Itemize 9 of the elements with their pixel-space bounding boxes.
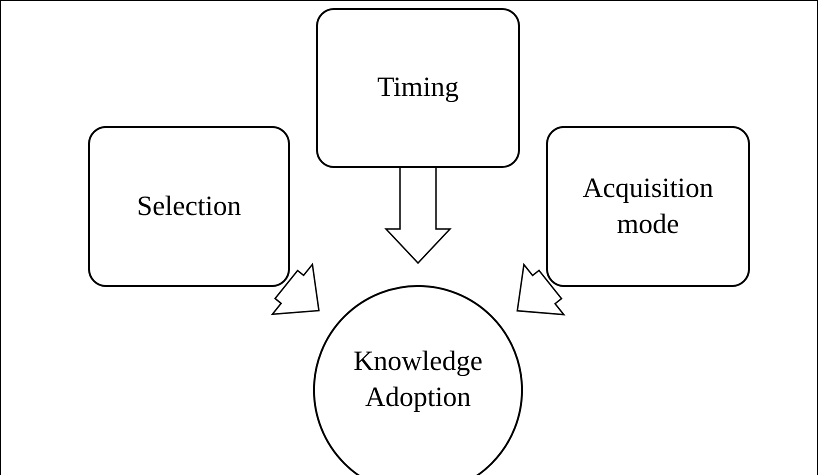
node-label: Timing bbox=[376, 71, 460, 105]
block-arrow bbox=[270, 262, 320, 316]
node-label: Acquisition mode bbox=[582, 172, 714, 242]
block-arrow bbox=[516, 262, 566, 316]
rounded-box bbox=[546, 126, 750, 287]
rounded-box bbox=[316, 8, 520, 168]
rounded-box bbox=[88, 126, 290, 287]
node-label: Knowledge Adoption bbox=[352, 345, 484, 415]
node-label: Selection bbox=[136, 190, 242, 224]
